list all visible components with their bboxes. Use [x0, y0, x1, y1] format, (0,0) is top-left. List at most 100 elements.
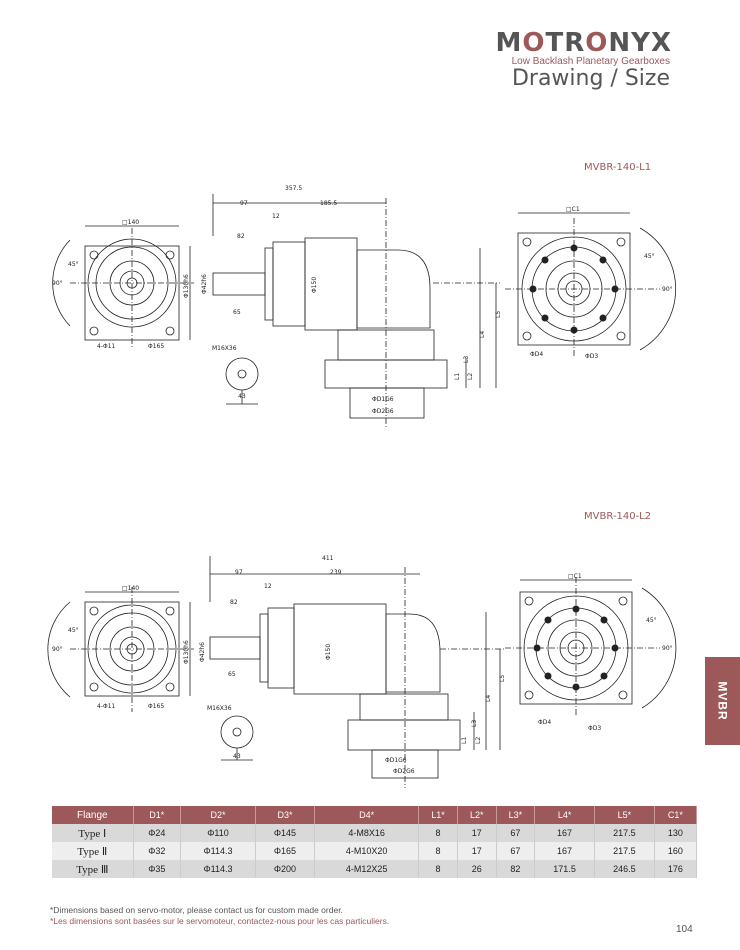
cell: Φ114.3	[180, 842, 256, 860]
dim-d165-2: Φ165	[148, 703, 164, 710]
dim-82-2: 82	[230, 599, 238, 606]
table-header-row: Flange D1* D2* D3* D4* L1* L2* L3* L4* L…	[52, 806, 698, 824]
rear-flange-view-2	[505, 577, 677, 717]
col-d2: D2*	[180, 806, 256, 824]
col-flange: Flange	[52, 806, 134, 824]
drawing-l2: 411 97 239 12 82 65 43 □140 □C1 Φ130h6 Φ…	[47, 555, 677, 788]
dim-sq140: □140	[122, 219, 139, 226]
cell: 26	[457, 860, 497, 878]
logo-o-mark-2: O	[585, 28, 609, 58]
col-l5: L5*	[594, 806, 655, 824]
cell: 8	[418, 860, 458, 878]
col-d3: D3*	[255, 806, 315, 824]
dim-angle45-rear: 45°	[644, 253, 655, 260]
cell: 217.5	[594, 824, 655, 842]
dim-sqC1: □C1	[566, 206, 580, 213]
dim-d1: ΦD1G6	[372, 396, 394, 403]
logo-o-mark: O	[522, 28, 546, 58]
cell: 17	[457, 824, 497, 842]
dim-d3: ΦD3	[585, 353, 598, 360]
cell: Φ200	[255, 860, 315, 878]
cell: Type Ⅰ	[52, 824, 134, 842]
page-title: Drawing / Size	[511, 66, 670, 91]
cell: 17	[457, 842, 497, 860]
cell: 67	[496, 842, 536, 860]
model-label-l1: MVBR-140-L1	[584, 162, 652, 173]
side-view-body	[212, 194, 500, 428]
col-l4: L4*	[534, 806, 595, 824]
dim-l1: L1	[454, 373, 461, 380]
dim-d150-2: Φ150	[325, 644, 332, 660]
cell: 4-M10X20	[314, 842, 420, 860]
dim-d3-2: ΦD3	[588, 725, 601, 732]
dim-angle90-2: 90°	[52, 646, 63, 653]
dim-43-2: 43	[233, 753, 241, 760]
cell: Φ32	[133, 842, 181, 860]
cell: 8	[418, 824, 458, 842]
drawing-l1: 357.5 97 185.5 12 82 65 43 □140 □C1 Φ130…	[52, 185, 677, 428]
dim-l3: L3	[463, 356, 470, 363]
cell: 67	[496, 824, 536, 842]
dim-key: M16X36	[212, 345, 237, 352]
dim-angle90-rear: 90°	[662, 286, 673, 293]
front-flange-view	[52, 225, 194, 348]
col-l3: L3*	[496, 806, 536, 824]
cell: 246.5	[594, 860, 655, 878]
cell: Φ145	[255, 824, 315, 842]
col-l2: L2*	[457, 806, 497, 824]
page-number: 104	[676, 924, 693, 935]
side-tab-mvbr: MVBR	[705, 657, 740, 745]
dim-82: 82	[237, 233, 245, 240]
dim-l2: L2	[467, 373, 474, 380]
dim-12: 12	[272, 213, 280, 220]
dim-angle45-rear-2: 45°	[646, 617, 657, 624]
side-view-body-2	[209, 556, 505, 788]
dim-185: 185.5	[320, 200, 337, 207]
cell: 217.5	[594, 842, 655, 860]
cell: 8	[418, 842, 458, 860]
dim-l3-2: L3	[471, 720, 478, 727]
dim-holes-2: 4-Φ11	[97, 703, 116, 710]
dim-97: 97	[240, 200, 248, 207]
dim-97-2: 97	[235, 569, 243, 576]
cell: 4-M8X16	[314, 824, 420, 842]
col-d4: D4*	[314, 806, 420, 824]
dim-d130: Φ130h6	[183, 274, 190, 298]
front-flange-view-2	[47, 587, 194, 712]
cell: 167	[534, 824, 595, 842]
footnote-fr: *Les dimensions sont basées sur le servo…	[50, 916, 390, 926]
dim-d4-2: ΦD4	[538, 719, 551, 726]
cell: 82	[496, 860, 536, 878]
cell: Φ110	[180, 824, 256, 842]
cell: 4-M12X25	[314, 860, 420, 878]
cell: Φ165	[255, 842, 315, 860]
dim-d42: Φ42h6	[201, 274, 208, 294]
dim-l1-2: L1	[461, 737, 468, 744]
dim-total-length-2: 411	[322, 555, 334, 562]
dim-d42-2: Φ42h6	[199, 642, 206, 662]
cell: Φ24	[133, 824, 181, 842]
dim-d130-2: Φ130h6	[183, 640, 190, 664]
cell: Φ114.3	[180, 860, 256, 878]
table-row: Type Ⅰ Φ24 Φ110 Φ145 4-M8X16 8 17 67 167…	[52, 824, 698, 842]
col-l1: L1*	[418, 806, 458, 824]
dim-12-2: 12	[264, 583, 272, 590]
col-c1: C1*	[654, 806, 698, 824]
key-detail	[225, 357, 259, 405]
dim-angle90: 90°	[52, 280, 63, 287]
cell: Type Ⅱ	[52, 842, 134, 860]
dim-l4-2: L4	[485, 695, 492, 702]
dim-d165: Φ165	[148, 343, 164, 350]
dim-l4: L4	[479, 331, 486, 338]
brand-subtitle: Low Backlash Planetary Gearboxes	[511, 56, 670, 67]
dim-key-2: M16X36	[207, 705, 232, 712]
model-label-l2: MVBR-140-L2	[584, 511, 652, 522]
dim-65-2: 65	[228, 671, 236, 678]
footnote-en: *Dimensions based on servo-motor, please…	[50, 905, 343, 915]
dim-d150: Φ150	[311, 277, 318, 293]
brand-logo: MOTRONYX	[495, 28, 672, 58]
dimension-table: Flange D1* D2* D3* D4* L1* L2* L3* L4* L…	[52, 806, 698, 878]
dim-l2-2: L2	[475, 737, 482, 744]
dim-sq140-2: □140	[122, 585, 139, 592]
dim-total-length: 357.5	[285, 185, 302, 192]
